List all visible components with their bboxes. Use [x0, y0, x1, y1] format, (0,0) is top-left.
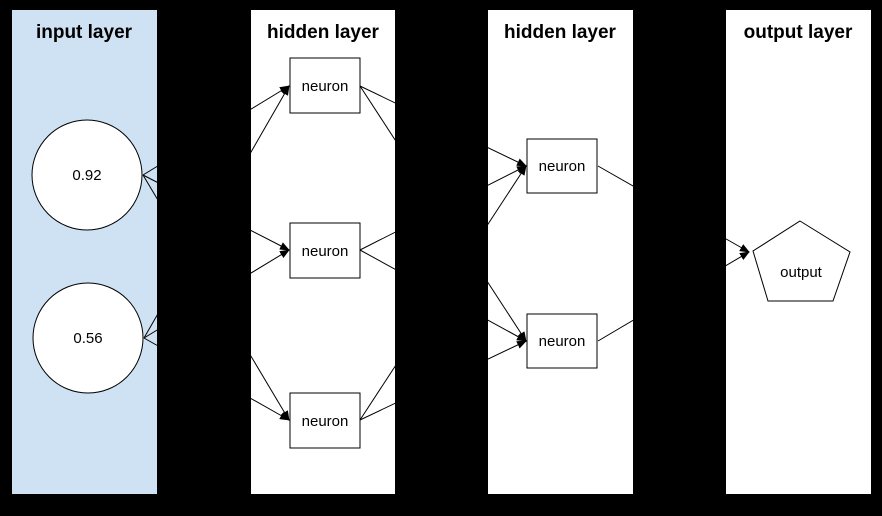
- hidden2-neuron-box-1: [526, 138, 598, 194]
- hidden-layer-2-title: hidden layer: [504, 22, 617, 43]
- input-node-value-2: 0.56: [73, 330, 102, 347]
- hidden1-neuron-box-3: [289, 392, 361, 449]
- output-node-label: output: [780, 264, 823, 281]
- hidden1-neuron-label-2: neuron: [302, 243, 349, 260]
- panel-gap: [395, 0, 488, 516]
- input-node-circle-1: [31, 119, 143, 231]
- hidden2-neuron-label-1: neuron: [539, 158, 586, 175]
- hidden1-neuron-label-3: neuron: [302, 413, 349, 430]
- output-node-pentagon: [752, 220, 851, 302]
- panel-hidden-layer-2: [488, 10, 633, 494]
- panel-input-layer: [12, 10, 157, 494]
- hidden1-neuron-box-1: [289, 57, 361, 114]
- hidden2-neuron-label-2: neuron: [539, 333, 586, 350]
- hidden1-neuron-box-2: [289, 222, 361, 279]
- panel-gap: [157, 0, 251, 516]
- hidden2-neuron-box-2: [526, 313, 598, 369]
- input-node-value-1: 0.92: [72, 167, 101, 184]
- input-layer-title: input layer: [36, 22, 133, 43]
- panel-gap: [633, 0, 726, 516]
- hidden-layer-1-title: hidden layer: [267, 22, 380, 43]
- input-node-circle-2: [32, 282, 144, 394]
- output-layer-title: output layer: [744, 22, 853, 43]
- hidden1-neuron-label-1: neuron: [302, 78, 349, 95]
